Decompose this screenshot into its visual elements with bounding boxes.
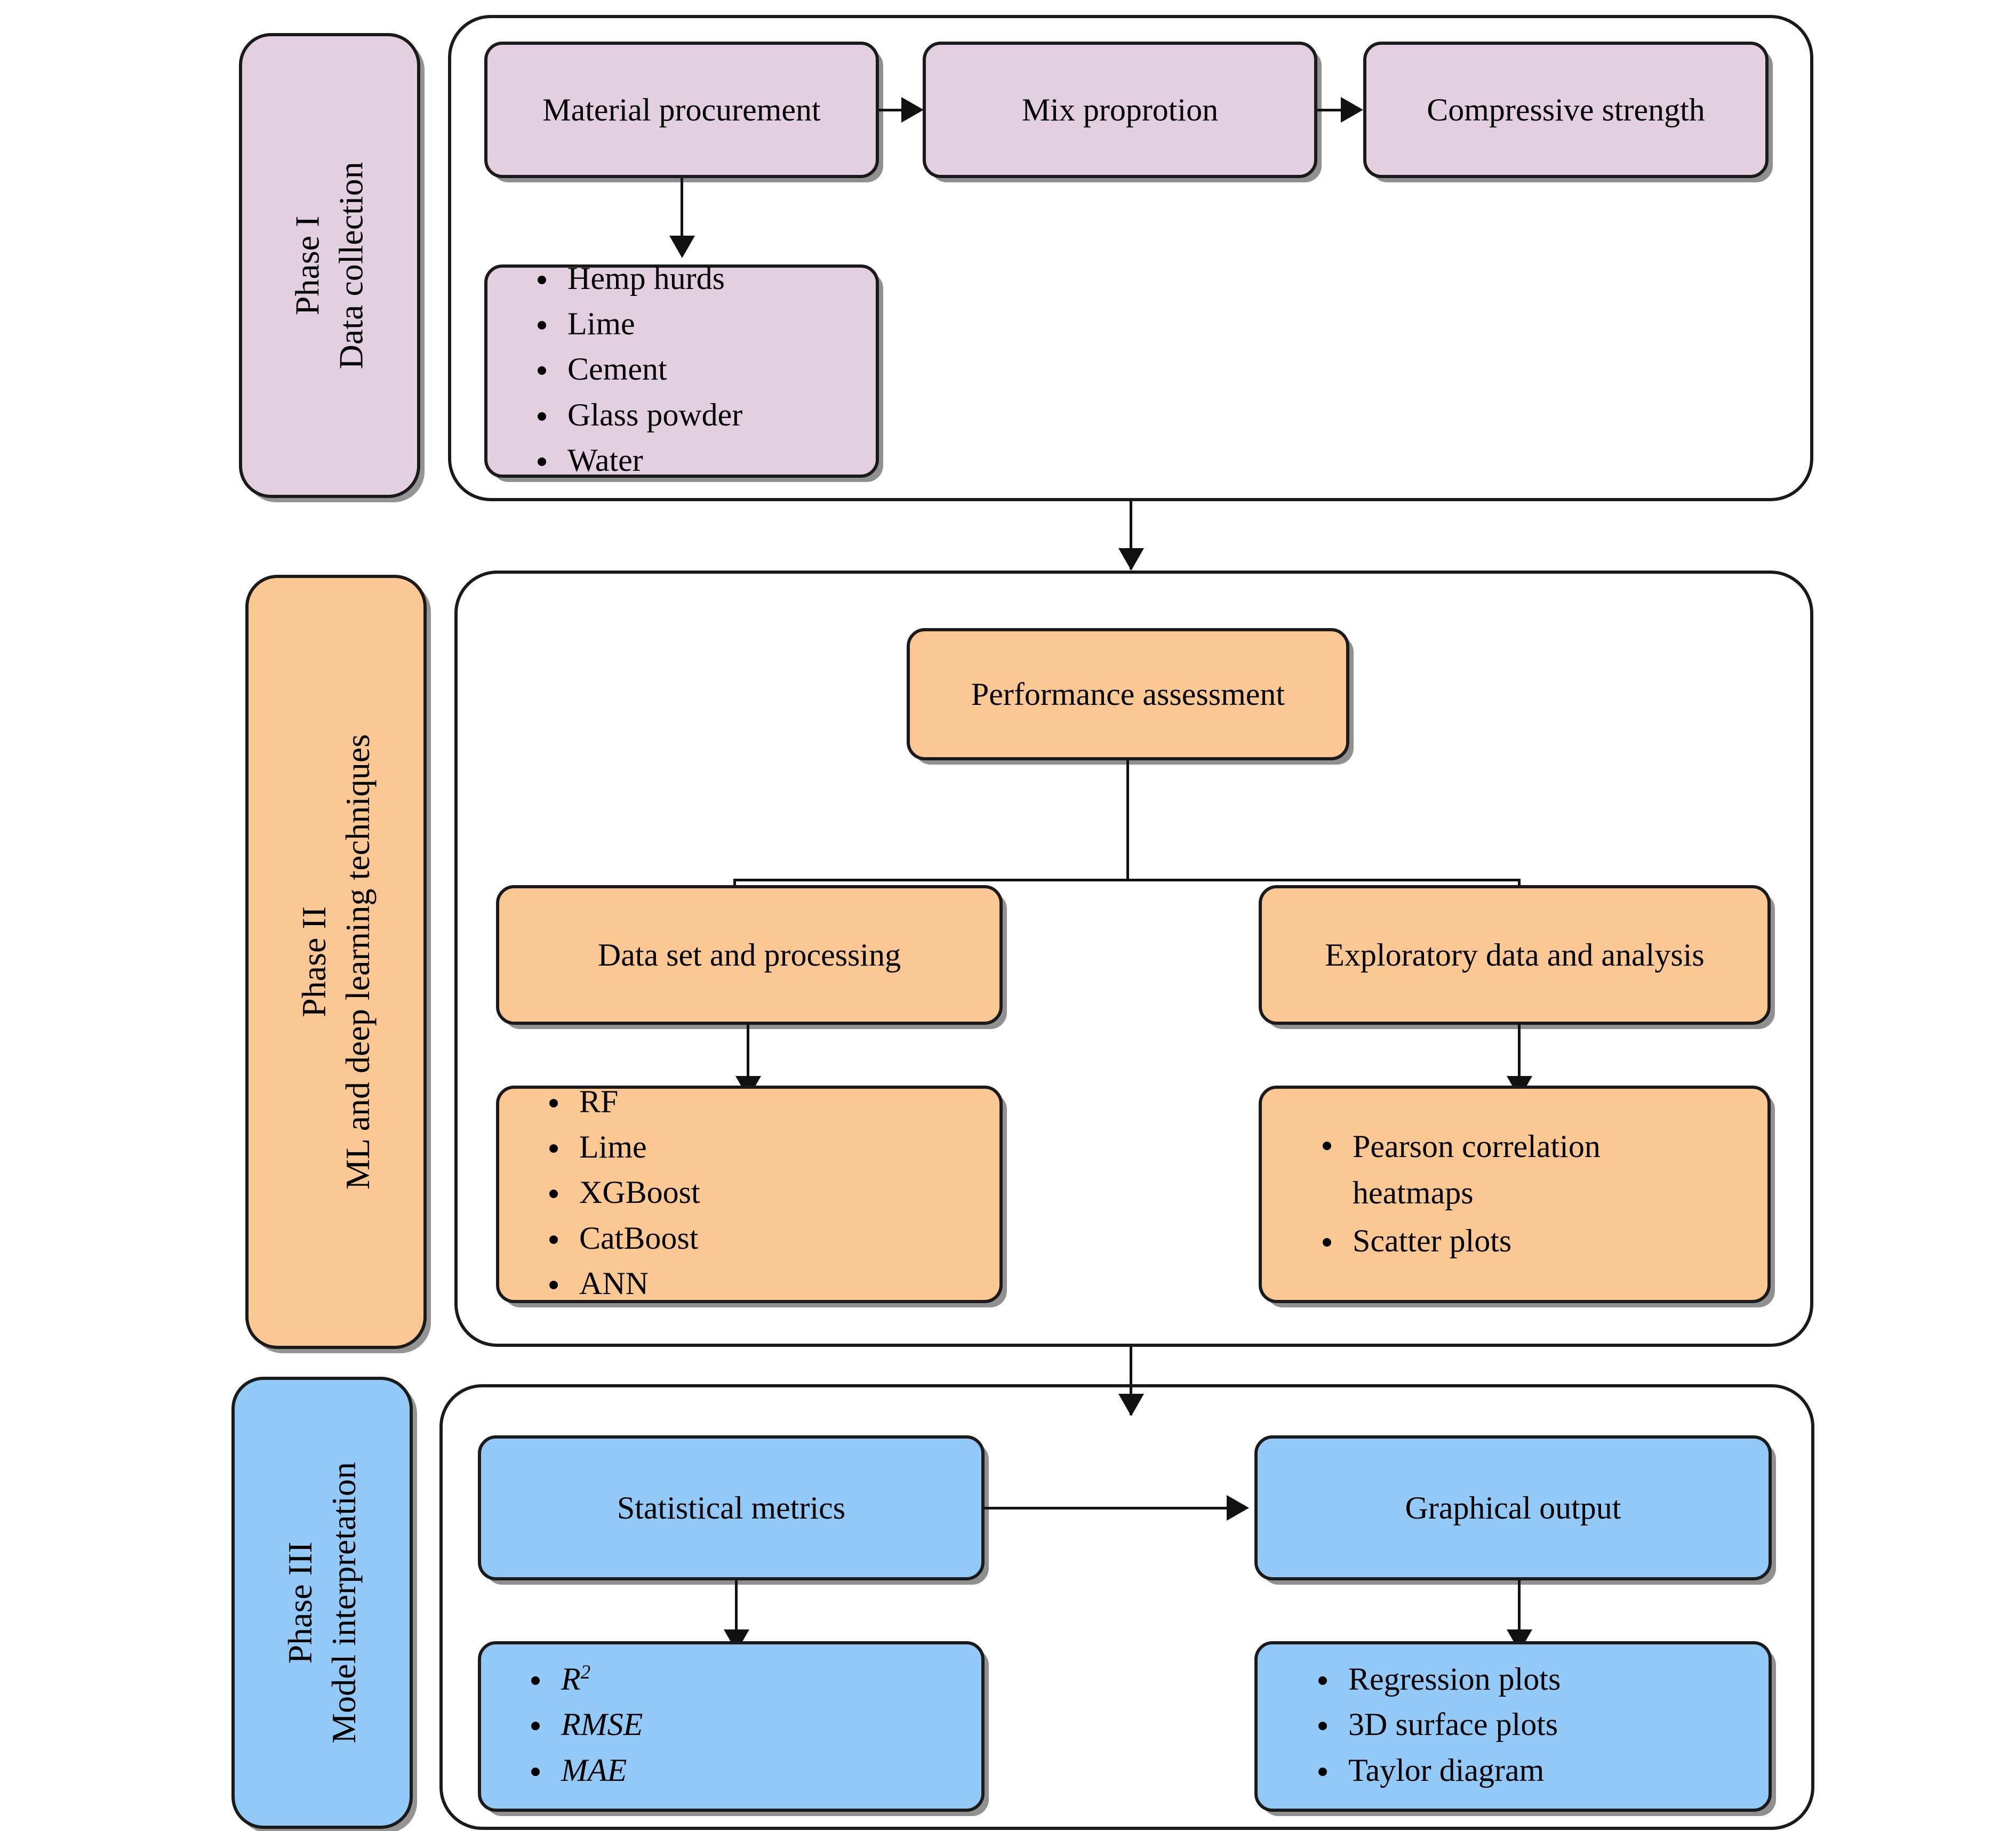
- list-item: CatBoost: [549, 1217, 999, 1259]
- list-item: Regression plots: [1318, 1658, 1769, 1700]
- list-item: Cement: [538, 348, 876, 390]
- arrow-phase1-to-phase2: [1118, 548, 1144, 571]
- list-item: Water: [538, 439, 876, 481]
- connector-graphics-to-list: [1518, 1580, 1521, 1642]
- phase-3-frame: [439, 1384, 1814, 1830]
- models-list: RF Lime XGBoost CatBoost ANN: [499, 1081, 999, 1308]
- connector-material-to-mix: [879, 109, 910, 111]
- eda-outputs-list: Pearson correlation heatmaps Scatter plo…: [1262, 1123, 1767, 1265]
- graphics-list: Regression plots 3D surface plots Taylor…: [1258, 1658, 1769, 1795]
- connector-mix-to-strength: [1317, 109, 1348, 111]
- materials-list: Hemp hurds Lime Cement Glass powder Wate…: [487, 258, 876, 485]
- list-item: MAE: [531, 1749, 981, 1792]
- phase-3-tab-line1: Phase III: [281, 1541, 319, 1664]
- node-statistical-metrics[interactable]: Statistical metrics: [478, 1435, 985, 1580]
- connector-eda-to-outputs: [1518, 1025, 1521, 1089]
- connector-performance-to-split: [1126, 760, 1129, 879]
- list-item: XGBoost: [549, 1171, 999, 1214]
- connector-metrics-to-list: [735, 1580, 738, 1642]
- connector-metrics-to-graphics: [985, 1507, 1234, 1509]
- arrow-phase2-to-phase3: [1118, 1394, 1144, 1416]
- phase-2-tab-line1: Phase II: [295, 906, 333, 1017]
- phase-2-tab-label: Phase II ML and deep learning techniques: [292, 734, 380, 1190]
- connector-phase1-to-phase2: [1130, 501, 1132, 569]
- node-mix-proportion[interactable]: Mix proprotion: [923, 42, 1317, 178]
- phase-1-tab-line2: Data collection: [332, 162, 370, 370]
- node-graphics-list[interactable]: Regression plots 3D surface plots Taylor…: [1254, 1641, 1772, 1812]
- phase-2-tab: Phase II ML and deep learning techniques: [245, 575, 427, 1349]
- list-item: Pearson correlation heatmaps: [1323, 1123, 1651, 1217]
- node-metrics-list[interactable]: R2 RMSE MAE: [478, 1641, 985, 1812]
- phase-2-frame: [454, 571, 1813, 1347]
- connector-phase2-to-phase3: [1130, 1347, 1132, 1415]
- phase-3-tab-line2: Model interpretation: [325, 1462, 363, 1744]
- node-performance-assessment[interactable]: Performance assessment: [907, 628, 1349, 760]
- connector-split-bar: [733, 879, 1520, 881]
- metrics-list: R2 RMSE MAE: [481, 1658, 981, 1795]
- phase-1-tab-label: Phase I Data collection: [286, 162, 373, 369]
- arrow-material-to-mix: [901, 97, 924, 123]
- list-item: Scatter plots: [1323, 1220, 1767, 1262]
- node-graphical-output[interactable]: Graphical output: [1254, 1435, 1772, 1580]
- list-item: Hemp hurds: [538, 258, 876, 300]
- metric-r2-base: R: [561, 1661, 581, 1697]
- list-item: ANN: [549, 1263, 999, 1305]
- node-compressive-strength[interactable]: Compressive strength: [1363, 42, 1769, 178]
- connector-dataset-to-models: [747, 1025, 749, 1089]
- node-materials-list[interactable]: Hemp hurds Lime Cement Glass powder Wate…: [484, 261, 879, 478]
- list-item: 3D surface plots: [1318, 1704, 1769, 1746]
- phase-1-frame: [448, 15, 1813, 501]
- phase-1-tab-line1: Phase I: [289, 215, 327, 316]
- node-data-set-processing[interactable]: Data set and processing: [496, 885, 1003, 1025]
- list-item: Lime: [549, 1126, 999, 1168]
- phase-3-tab-label: Phase III Model interpretation: [278, 1462, 366, 1744]
- list-item: Taylor diagram: [1318, 1749, 1769, 1792]
- connector-material-to-list: [681, 178, 683, 247]
- arrow-material-to-list: [669, 236, 695, 258]
- node-exploratory-analysis[interactable]: Exploratory data and analysis: [1259, 885, 1771, 1025]
- arrow-metrics-to-graphics: [1227, 1495, 1249, 1521]
- phase-2-tab-line2: ML and deep learning techniques: [339, 734, 377, 1190]
- list-item: RMSE: [531, 1704, 981, 1746]
- node-eda-outputs-list[interactable]: Pearson correlation heatmaps Scatter plo…: [1259, 1086, 1771, 1303]
- arrow-mix-to-strength: [1341, 97, 1363, 123]
- node-material-procurement[interactable]: Material procurement: [484, 42, 879, 178]
- list-item: R2: [531, 1658, 981, 1700]
- phase-1-tab: Phase I Data collection: [239, 33, 420, 498]
- list-item: Lime: [538, 303, 876, 345]
- list-item: Glass powder: [538, 394, 876, 436]
- list-item: RF: [549, 1081, 999, 1123]
- phase-3-tab: Phase III Model interpretation: [231, 1377, 413, 1829]
- node-models-list[interactable]: RF Lime XGBoost CatBoost ANN: [496, 1084, 1003, 1303]
- metric-r2-exponent: 2: [580, 1661, 591, 1684]
